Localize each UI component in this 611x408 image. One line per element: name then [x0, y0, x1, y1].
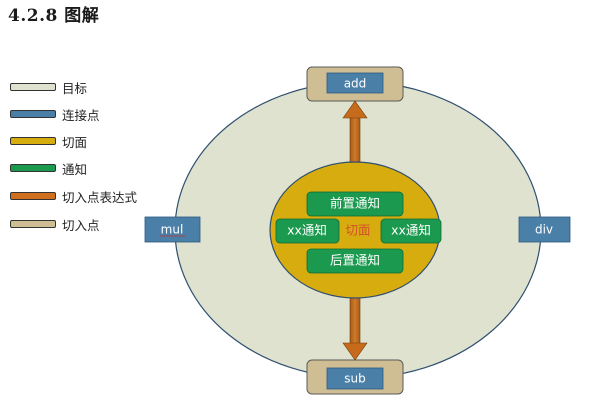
legend-label-pointcut: 切入点: [62, 218, 100, 233]
joinpoint-div[interactable]: [518, 216, 571, 243]
left-advice-label: xx通知: [287, 223, 327, 238]
left-advice[interactable]: [275, 218, 340, 244]
legend-label-joinpoint: 连接点: [62, 108, 100, 123]
before-advice-label: 前置通知: [330, 196, 380, 211]
legend-label-target: 目标: [62, 81, 88, 96]
pointcut-sub: sub: [306, 359, 404, 395]
aspect-swatch-icon: [10, 137, 56, 145]
joinpoint-mul[interactable]: [144, 216, 201, 243]
target-swatch-icon: [10, 83, 56, 91]
before-advice[interactable]: [306, 191, 404, 217]
joinpoint-div-label: div: [535, 223, 553, 237]
right-advice[interactable]: [380, 218, 442, 244]
right-advice-label: xx通知: [391, 223, 431, 238]
advice-swatch-icon: [10, 164, 56, 172]
joinpoint-add-label: add: [344, 77, 367, 91]
pointcut-swatch-icon: [10, 220, 56, 228]
aspect-label: 切面: [345, 223, 370, 238]
legend-label-aspect: 切面: [62, 135, 88, 150]
joinpoint-sub-label: sub: [344, 372, 365, 386]
after-advice[interactable]: [306, 248, 404, 274]
after-advice-label: 后置通知: [330, 253, 380, 268]
legend-label-pointcut-expression: 切入点表达式: [62, 190, 138, 205]
legend-label-advice: 通知: [62, 162, 88, 177]
pointcut-add: add: [306, 66, 404, 102]
pointcut-expression-swatch-icon: [10, 192, 56, 200]
joinpoint-sub[interactable]: [326, 367, 384, 390]
joinpoint-swatch-icon: [10, 110, 56, 118]
joinpoint-mul-label: mul: [161, 223, 184, 237]
page-heading: 4.2.8 图解: [8, 6, 100, 26]
joinpoint-add[interactable]: [326, 72, 384, 94]
